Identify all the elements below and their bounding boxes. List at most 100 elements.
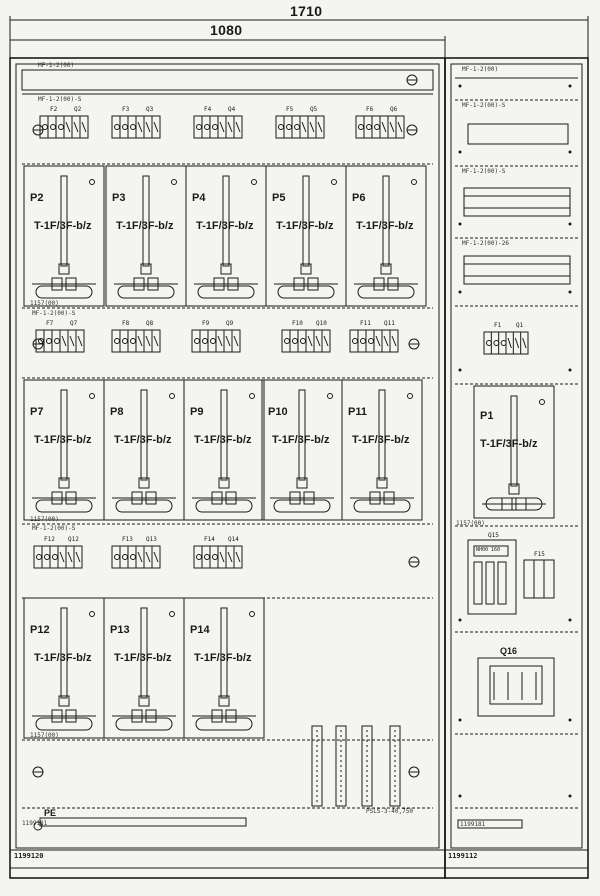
meter-label-p7: P7: [30, 406, 44, 418]
meter-type-p7: T-1F/3F-b/z: [34, 434, 92, 446]
switch-label-q4: Q4: [228, 106, 236, 113]
meter-label-p5: P5: [272, 192, 286, 204]
right-top-rail-label: MF-1-2(00): [462, 66, 499, 73]
top-rail-label: MF-1-2(00): [38, 62, 75, 69]
switch-label-q8: Q8: [146, 320, 154, 327]
switch-label-q7: Q7: [70, 320, 78, 327]
fuse-label-f1: F1: [494, 322, 502, 329]
fuse-block: [355, 115, 405, 139]
switch-label-q15: Q15: [488, 532, 499, 539]
meter-type-p9: T-1F/3F-b/z: [194, 434, 252, 446]
meter-p14: [183, 597, 265, 739]
pe-bar-label-right: 1199181: [460, 821, 486, 828]
meter-p7: [23, 379, 105, 521]
fuse-label-f13: F13: [122, 536, 133, 543]
right-rail-2: MF-1-2(00)-S: [462, 102, 506, 109]
meter-label-p12: P12: [30, 624, 50, 636]
meter-p4: [185, 165, 267, 307]
fuse-block: [111, 329, 161, 353]
meter-type-p1: T-1F/3F-b/z: [480, 438, 538, 450]
fuse-label-f14: F14: [204, 536, 215, 543]
fuse-label-f5: F5: [286, 106, 294, 113]
meter-type-p12: T-1F/3F-b/z: [34, 652, 92, 664]
fuse-label-f2: F2: [50, 106, 58, 113]
meter-label-p4: P4: [192, 192, 206, 204]
switch-label-q9: Q9: [226, 320, 234, 327]
fuse-label-f15: F15: [534, 551, 545, 558]
switch-label-q5: Q5: [310, 106, 318, 113]
meter-label-p6: P6: [352, 192, 366, 204]
fuse-block: [191, 329, 241, 353]
fuse-block: [39, 115, 89, 139]
switch-label-q16: Q16: [500, 646, 518, 656]
meter-p5: [265, 165, 347, 307]
fuse-block: [483, 331, 529, 355]
meter-p2: [23, 165, 105, 307]
fuse-block: [281, 329, 331, 353]
meter-type-p13: T-1F/3F-b/z: [114, 652, 172, 664]
meter-label-p1: P1: [480, 410, 494, 422]
fuse-label-f9: F9: [202, 320, 210, 327]
meter-p10: [261, 379, 343, 521]
right-cabinet-id: 1199112: [448, 852, 478, 860]
meter-label-p13: P13: [110, 624, 130, 636]
meter-label-p2: P2: [30, 192, 44, 204]
fuse-block: [193, 545, 243, 569]
fuse-block: [349, 329, 399, 353]
meter-type-p6: T-1F/3F-b/z: [356, 220, 414, 232]
fuse-block: [111, 115, 161, 139]
switch-label-q10: Q10: [316, 320, 327, 327]
meter-label-p11: P11: [348, 406, 367, 418]
meter-type-p14: T-1F/3F-b/z: [194, 652, 252, 664]
fuse-block: [193, 115, 243, 139]
left-cabinet-id: 1199120: [14, 852, 44, 860]
switch-label-q14: Q14: [228, 536, 239, 543]
meter-rail-2: 1157(00): [30, 516, 59, 523]
fuse-label-f8: F8: [122, 320, 130, 327]
right-rail-meter: 1157(00): [456, 520, 485, 527]
fuse-block: [33, 545, 83, 569]
meter-p3: [105, 165, 187, 307]
meter-p13: [103, 597, 185, 739]
right-rail-3: MF-1-2(00)-S: [462, 168, 506, 175]
fuse-block: [35, 329, 85, 353]
fuse-label-f7: F7: [46, 320, 54, 327]
meter-rail-1: 1157(00): [30, 300, 59, 307]
switch-label-q2: Q2: [74, 106, 82, 113]
meter-label-p10: P10: [268, 406, 288, 418]
meter-label-p3: P3: [112, 192, 126, 204]
right-cabinet-frame: [444, 57, 589, 879]
meter-type-p8: T-1F/3F-b/z: [114, 434, 172, 446]
switch-label-q1: Q1: [516, 322, 524, 329]
meter-p9: [183, 379, 265, 521]
meter-p12: [23, 597, 105, 739]
switch-q16: [477, 657, 555, 717]
meter-p1: [473, 385, 555, 519]
meter-label-p14: P14: [190, 624, 210, 636]
fuse-label-f3: F3: [122, 106, 130, 113]
dimension-total: 1710: [290, 3, 323, 19]
switch-label-q3: Q3: [146, 106, 154, 113]
meter-label-p8: P8: [110, 406, 124, 418]
meter-rail-3: 1157(00): [30, 732, 59, 739]
meter-p11: [341, 379, 423, 521]
meter-type-p4: T-1F/3F-b/z: [196, 220, 254, 232]
meter-type-p5: T-1F/3F-b/z: [276, 220, 334, 232]
switch-label-q6: Q6: [390, 106, 398, 113]
switch-label-q12: Q12: [68, 536, 79, 543]
meter-type-p11: T-1F/3F-b/z: [352, 434, 410, 446]
fuse-rail-3: MF-1-2(00)-S: [32, 525, 76, 532]
meter-label-p9: P9: [190, 406, 204, 418]
pe-label: PE: [44, 808, 57, 818]
right-rail-4: MF-1-2(00)-26: [462, 240, 509, 247]
fuse-label-f6: F6: [366, 106, 374, 113]
fuse-label-f11: F11: [360, 320, 371, 327]
meter-p8: [103, 379, 185, 521]
fuse-block: [275, 115, 325, 139]
meter-type-p2: T-1F/3F-b/z: [34, 220, 92, 232]
meter-type-p3: T-1F/3F-b/z: [116, 220, 174, 232]
switch-label-q11: Q11: [384, 320, 395, 327]
meter-p6: [345, 165, 427, 307]
fuse-f15: [523, 559, 555, 599]
